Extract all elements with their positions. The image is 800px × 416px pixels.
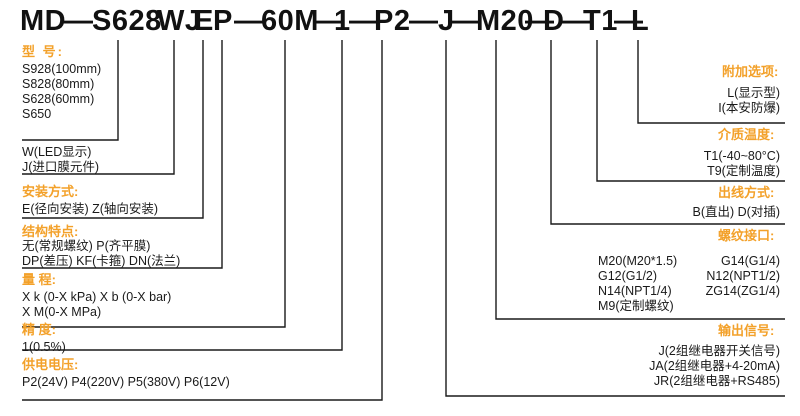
model-option: S828(80mm): [22, 77, 95, 91]
power-option: P2(24V) P4(220V) P5(380V) P6(12V): [22, 375, 230, 389]
outlet-header: 出线方式:: [718, 185, 775, 200]
output-option: JR(2组继电器+RS485): [653, 374, 780, 388]
line-model: [22, 40, 119, 141]
code-dash: —: [64, 5, 93, 37]
thread-option: M9(定制螺纹): [598, 299, 674, 313]
output-option: J(2组继电器开关信号): [658, 344, 780, 358]
temperature-option: T1(-40~80°C): [703, 149, 780, 163]
accuracy-option: 1(0.5%): [22, 340, 66, 354]
line-structure: [22, 40, 223, 269]
code-structure: P: [213, 5, 233, 37]
code-dash: —: [409, 5, 438, 37]
code-dash: —: [452, 5, 481, 37]
thread-option: N14(NPT1/4): [598, 284, 672, 298]
line-thread: [495, 40, 785, 320]
line-output: [445, 40, 785, 397]
model-option: S628(60mm): [22, 92, 95, 106]
line-power: [22, 40, 383, 401]
thread-option: N12(NPT1/2): [706, 269, 780, 283]
options-header: 附加选项:: [722, 64, 779, 79]
power-header: 供电电压:: [22, 357, 79, 372]
code-dash: —: [349, 5, 378, 37]
temperature-option: T9(定制温度): [707, 164, 780, 178]
code-output: J: [438, 5, 455, 37]
code-range: 60M: [261, 5, 319, 37]
structure-header: 结构特点:: [22, 224, 79, 239]
range-option: X M(0-X MPa): [22, 305, 102, 319]
line-outlet: [550, 40, 785, 225]
accuracy-header: 精 度:: [22, 322, 56, 337]
options-option: I(本安防爆): [718, 101, 780, 115]
line-display: [22, 40, 175, 175]
outlet-option: B(直出) D(对插): [692, 205, 781, 219]
code-dash: —: [562, 5, 591, 37]
display-option: J(进口膜元件): [22, 160, 100, 174]
structure-option: 无(常规螺纹) P(齐平膜): [22, 239, 151, 253]
code-dash: —: [525, 5, 554, 37]
line-range: [22, 40, 286, 328]
code-dash: —: [313, 5, 342, 37]
code-model: S628: [92, 5, 162, 37]
line-install: [22, 40, 204, 219]
range-option: X k (0-X kPa) X b (0-X bar): [22, 290, 172, 304]
code-install: E: [194, 5, 214, 37]
thread-option: ZG14(ZG1/4): [705, 284, 780, 298]
output-option: JA(2组继电器+4-20mA): [649, 359, 780, 373]
model-option: S928(100mm): [22, 62, 102, 76]
code-options: L: [631, 5, 650, 37]
install-header: 安装方式:: [22, 184, 79, 199]
line-options: [637, 40, 785, 124]
line-accuracy: [22, 40, 343, 351]
options-option: L(显示型): [727, 86, 780, 100]
code-power: P2: [374, 5, 411, 37]
code-prefix: MD: [20, 5, 67, 37]
thread-option: G12(G1/2): [598, 269, 658, 283]
display-option: W(LED显示): [22, 145, 92, 159]
code-dash: —: [234, 5, 263, 37]
code-accuracy: 1: [334, 5, 351, 37]
code-temperature: T1: [583, 5, 618, 37]
code-dash: —: [614, 5, 643, 37]
structure-option: DP(差压) KF(卡箍) DN(法兰): [22, 254, 181, 268]
output-header: 输出信号:: [718, 323, 775, 338]
range-header: 量 程:: [22, 272, 56, 287]
code-outlet: D: [543, 5, 565, 37]
install-option: E(径向安装) Z(轴向安装): [22, 202, 159, 216]
thread-option: G14(G1/4): [720, 254, 780, 268]
model-header: 型 号:: [22, 44, 64, 59]
model-option: S650: [22, 107, 52, 121]
temperature-header: 介质温度:: [718, 127, 775, 142]
line-temperature: [596, 40, 785, 182]
code-display: WJ: [157, 5, 202, 37]
thread-option: M20(M20*1.5): [598, 254, 678, 268]
thread-header: 螺纹接口:: [718, 228, 775, 243]
code-thread: M20: [476, 5, 534, 37]
